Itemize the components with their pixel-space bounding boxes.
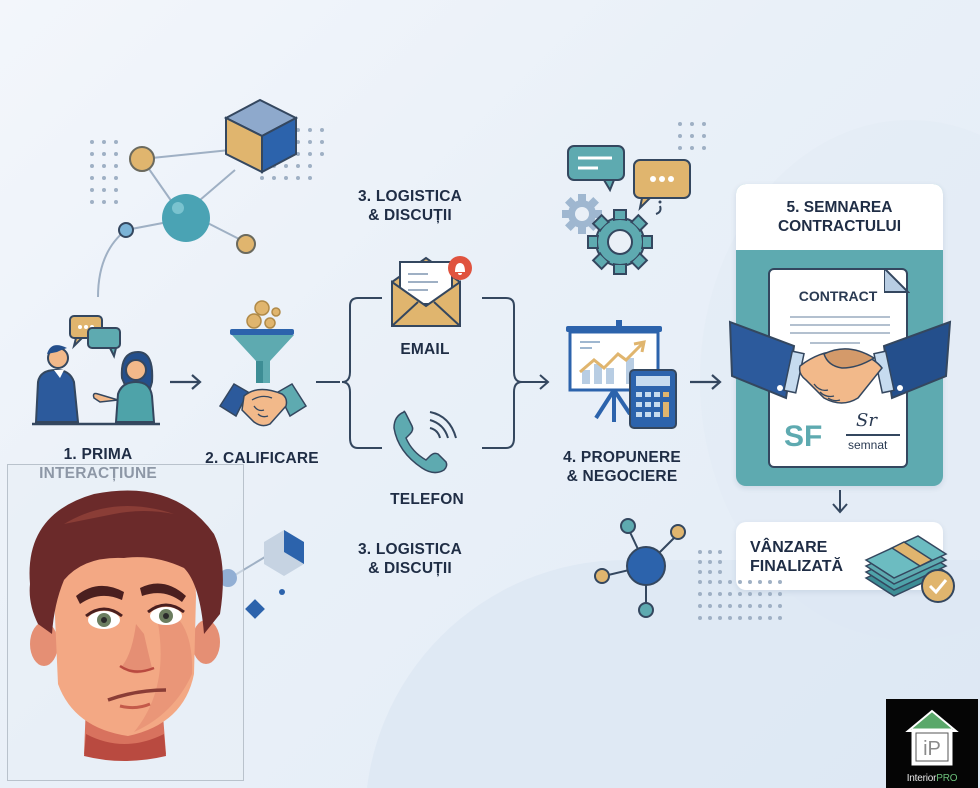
step-2-label: 2. CALIFICARE	[205, 450, 319, 467]
funnel-handshake-icon	[218, 300, 308, 427]
network-cube-decoration	[90, 98, 324, 298]
step-5-label: 5. SEMNAREA CONTRACTULUI	[736, 184, 943, 250]
channel-bracket	[316, 297, 550, 449]
step-3-label-bottom: 3. LOGISTICA & DISCUȚII	[357, 541, 463, 577]
signature: Sr	[856, 410, 877, 431]
channel-email-label: EMAIL	[400, 341, 450, 358]
outcome-label: VÂNZARE FINALIZATĂ	[750, 539, 844, 576]
page-corner-fold	[884, 268, 910, 293]
money-check-icon	[864, 535, 955, 603]
signature-line	[846, 434, 900, 436]
house-logo-icon: iP	[905, 709, 959, 766]
signed-label: semnat	[848, 438, 888, 452]
conversation-people-icon	[32, 315, 160, 426]
dot-grid-decoration	[698, 550, 782, 620]
presentation-calculator-icon	[566, 320, 677, 429]
phone-icon	[393, 410, 457, 474]
face-avatar-icon	[29, 490, 223, 761]
contract-initials: SF	[784, 420, 823, 453]
step-3-label-top: 3. LOGISTICA & DISCUȚII	[357, 188, 463, 224]
logo-text: InteriorPRO	[906, 773, 958, 784]
gears-chat-decoration	[562, 122, 706, 275]
envelope-bell-icon	[391, 256, 472, 327]
business-handshake-icon	[728, 320, 952, 404]
contract-title: CONTRACT	[798, 288, 878, 304]
arrow-right-icon	[690, 374, 722, 390]
network-node-decoration	[594, 518, 686, 618]
arrow-down-icon	[832, 490, 848, 514]
interiorpro-logo: iP InteriorPRO	[886, 699, 978, 788]
channel-telefon-label: TELEFON	[390, 491, 464, 508]
svg-text:iP: iP	[923, 738, 941, 760]
arrow-right-icon	[170, 374, 202, 390]
step-4-label: 4. PROPUNERE & NEGOCIERE	[563, 449, 681, 485]
